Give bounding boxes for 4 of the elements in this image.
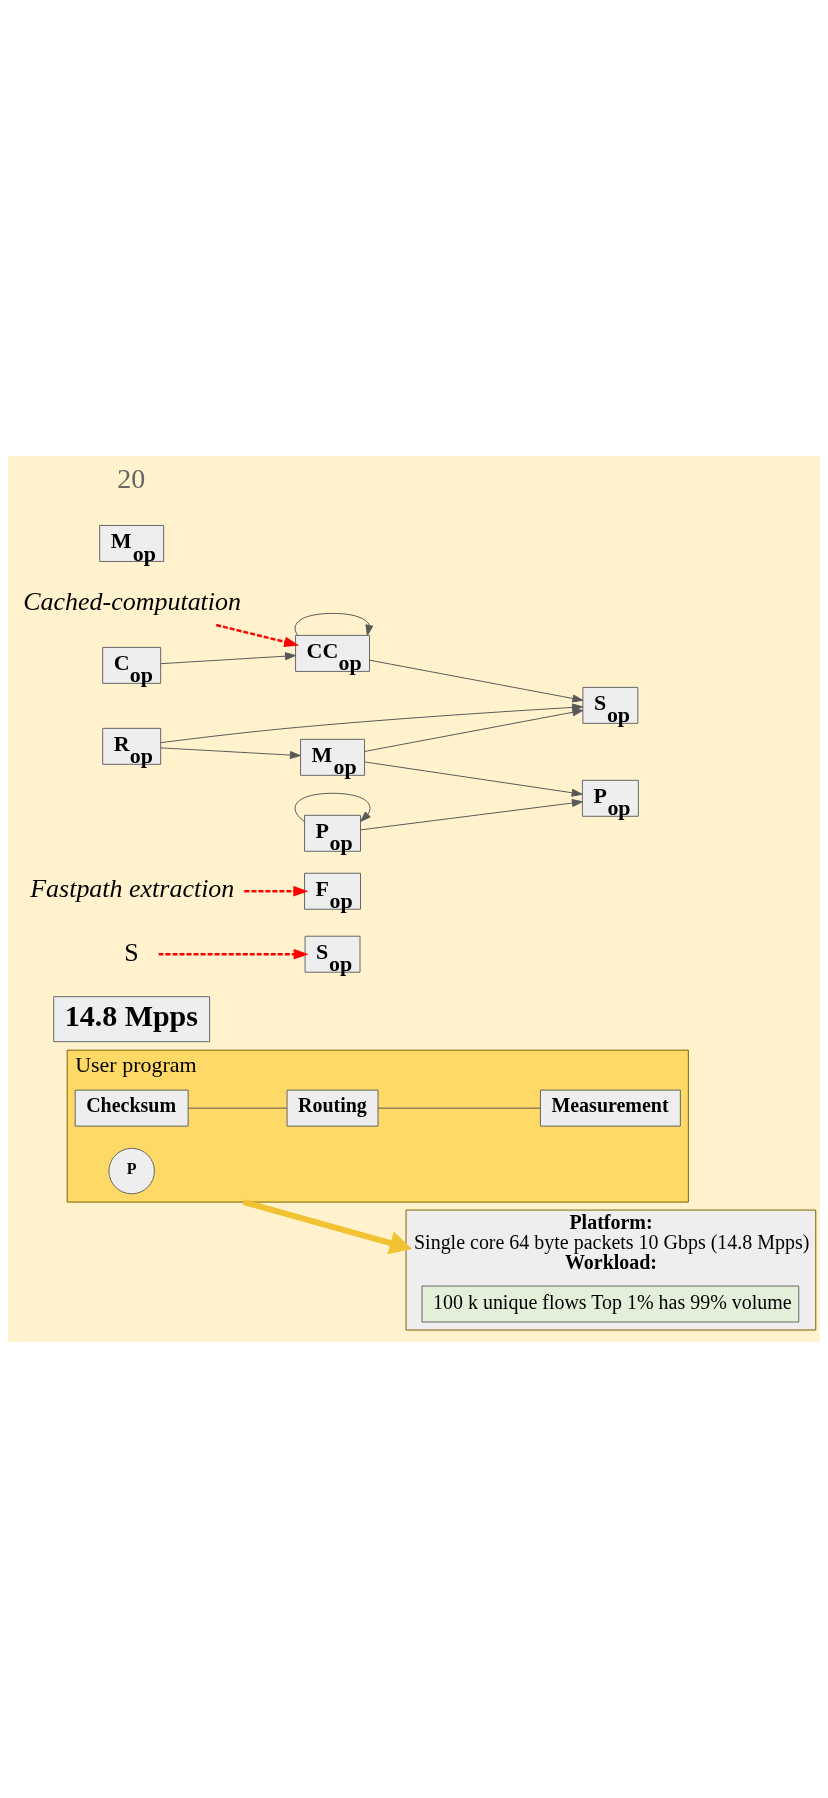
node-text: S [124,937,139,967]
label: 20 [117,463,146,495]
node-text: Fastpath extraction [30,873,235,903]
node-text: Cached-computation [23,586,242,616]
